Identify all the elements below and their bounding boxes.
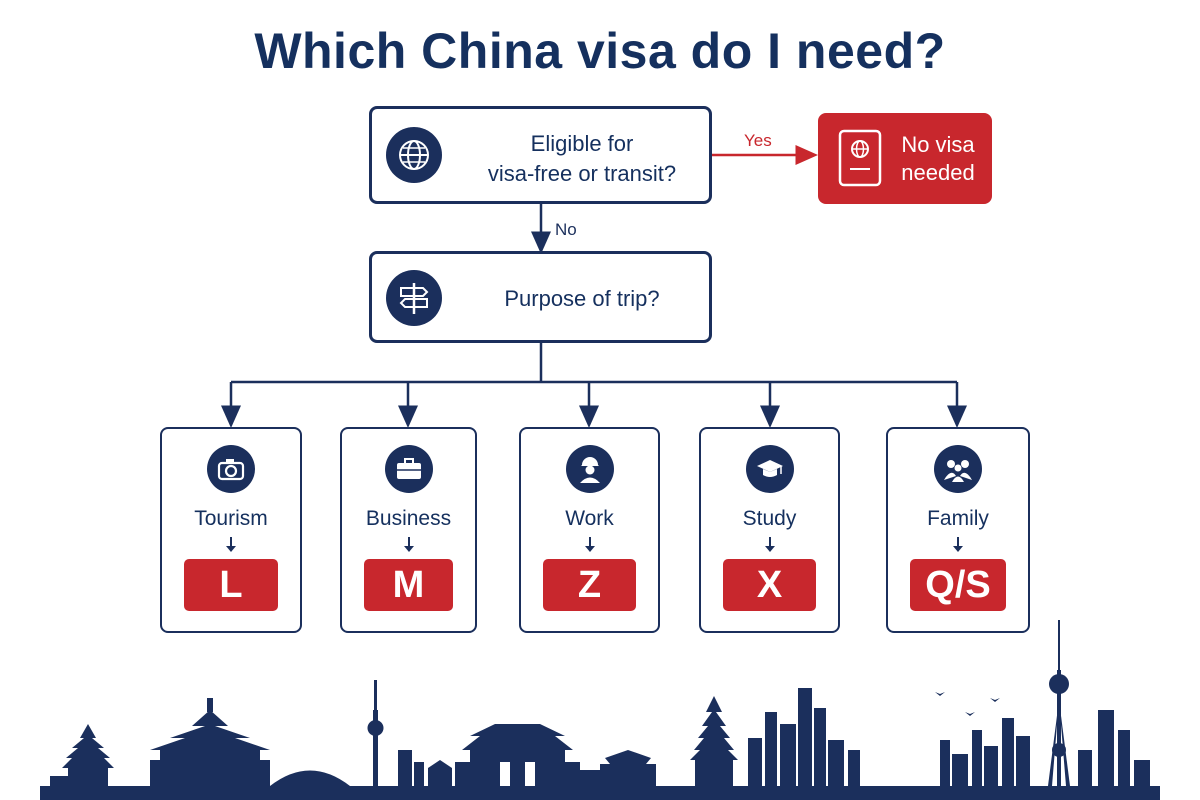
down-arrow-icon xyxy=(953,537,963,552)
down-arrow-icon xyxy=(764,537,775,552)
no-visa-result-box: No visa needed xyxy=(818,113,992,204)
question1-line2: visa-free or transit? xyxy=(487,161,677,186)
category-business: Business M xyxy=(340,427,477,633)
category-label: Family xyxy=(927,507,989,530)
worker-icon xyxy=(565,445,614,493)
category-work: Work Z xyxy=(519,427,660,633)
graduation-cap-icon xyxy=(745,445,794,493)
visa-free-question-box: Eligible for visa-free or transit? xyxy=(369,106,712,204)
down-arrow-icon xyxy=(403,537,414,552)
visa-type-badge: X xyxy=(723,559,816,611)
yes-label: Yes xyxy=(744,131,772,150)
visa-type-badge: Z xyxy=(543,559,636,611)
category-label: Business xyxy=(365,507,452,530)
briefcase-icon xyxy=(384,445,433,493)
down-arrow-icon xyxy=(584,537,595,552)
purpose-question-box: Purpose of trip? xyxy=(369,251,712,343)
no-label: No xyxy=(555,220,577,239)
no-visa-line1: No visa xyxy=(901,132,975,157)
category-label: Work xyxy=(565,507,614,530)
question2-text: Purpose of trip? xyxy=(504,286,660,311)
down-arrow-icon xyxy=(226,537,236,552)
visa-type-badge: M xyxy=(364,559,453,611)
passport-icon xyxy=(838,129,882,192)
visa-type-badge: Q/S xyxy=(910,559,1006,611)
camera-icon xyxy=(207,445,255,493)
visa-type-badge: L xyxy=(184,559,278,611)
china-skyline-illustration xyxy=(40,620,1160,800)
question1-line1: Eligible for xyxy=(530,131,634,156)
category-tourism: Tourism L xyxy=(160,427,302,633)
page-title: Which China visa do I need? xyxy=(254,23,946,79)
no-visa-line2: needed xyxy=(901,160,975,185)
category-family: Family Q/S xyxy=(886,427,1030,633)
globe-icon xyxy=(386,127,442,183)
category-label: Tourism xyxy=(194,507,268,530)
category-label: Study xyxy=(742,507,797,530)
family-icon xyxy=(934,445,982,493)
signpost-icon xyxy=(386,270,442,326)
category-study: Study X xyxy=(699,427,840,633)
